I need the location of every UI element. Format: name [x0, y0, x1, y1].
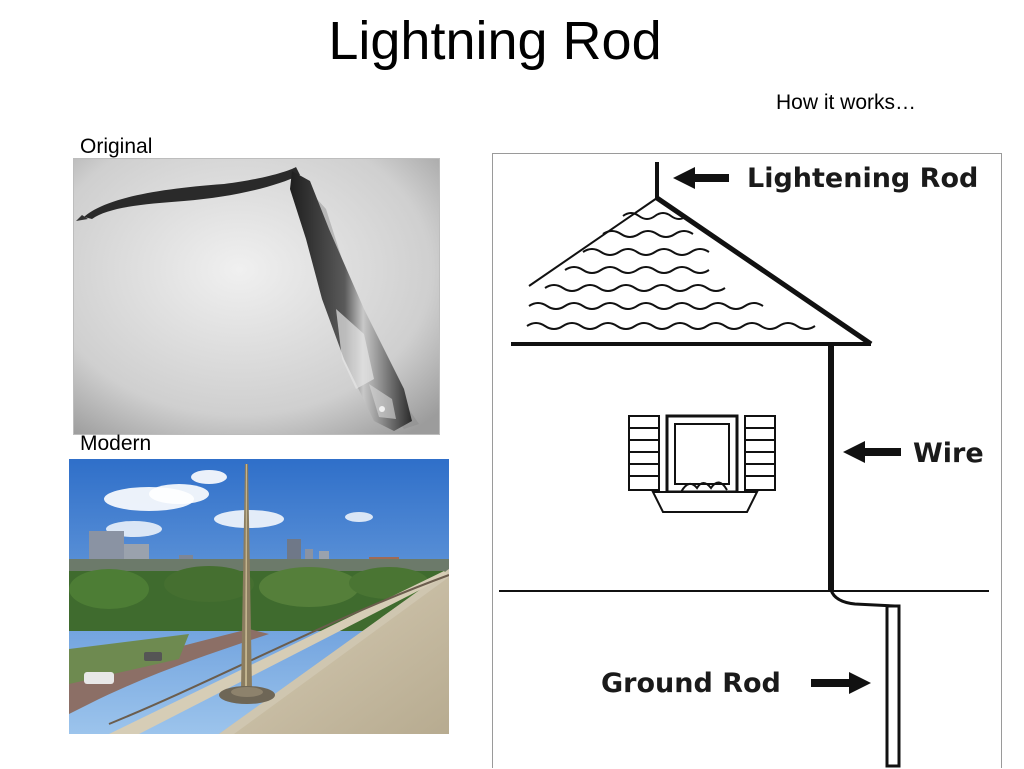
lightning-rod-label: Lightening Rod	[747, 163, 978, 194]
modern-label: Modern	[80, 432, 152, 455]
slide-title: Lightning Rod	[328, 11, 662, 71]
slide-subtitle: How it works…	[776, 91, 917, 114]
ground-rod-label: Ground Rod	[601, 668, 781, 699]
house-diagram-icon: Lightening Rod Wire Ground Rod	[499, 162, 989, 768]
diagram-panel: Lightening Rod Wire Ground Rod	[492, 153, 1002, 768]
modern-photo	[69, 459, 449, 734]
original-photo	[73, 158, 440, 435]
wire-label: Wire	[913, 438, 984, 469]
original-label: Original	[80, 135, 153, 158]
